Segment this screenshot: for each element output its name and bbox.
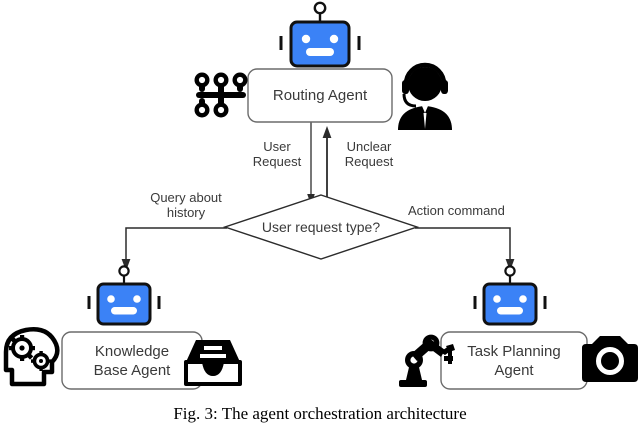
edge-label-user-request: User Request <box>252 139 302 169</box>
decision-diamond <box>222 194 420 260</box>
task-planning-agent-box <box>440 331 588 390</box>
edge-user-request <box>307 122 315 205</box>
head-with-gears-icon <box>3 327 60 387</box>
headset-person-icon <box>398 62 452 130</box>
camera-icon <box>582 336 638 382</box>
gear-shifter-icon <box>194 72 248 118</box>
edge-query-about-history <box>121 227 227 271</box>
file-archive-icon <box>184 340 242 386</box>
robot-head-icon <box>87 265 161 326</box>
figure-caption: Fig. 3: The agent orchestration architec… <box>173 404 467 423</box>
knowledge-base-agent-box <box>61 331 203 390</box>
edge-label-action-command: Action command <box>408 203 505 218</box>
robotic-arm-icon <box>399 334 455 387</box>
robot-head-icon <box>473 265 547 326</box>
edge-label-unclear-request: Unclear Request <box>344 139 394 169</box>
edge-unclear-request <box>322 126 332 208</box>
edge-label-query-about-history: Query about history <box>150 190 222 220</box>
robot-head-icon <box>279 1 361 68</box>
edge-action-command <box>415 227 515 271</box>
routing-agent-box <box>247 68 393 123</box>
